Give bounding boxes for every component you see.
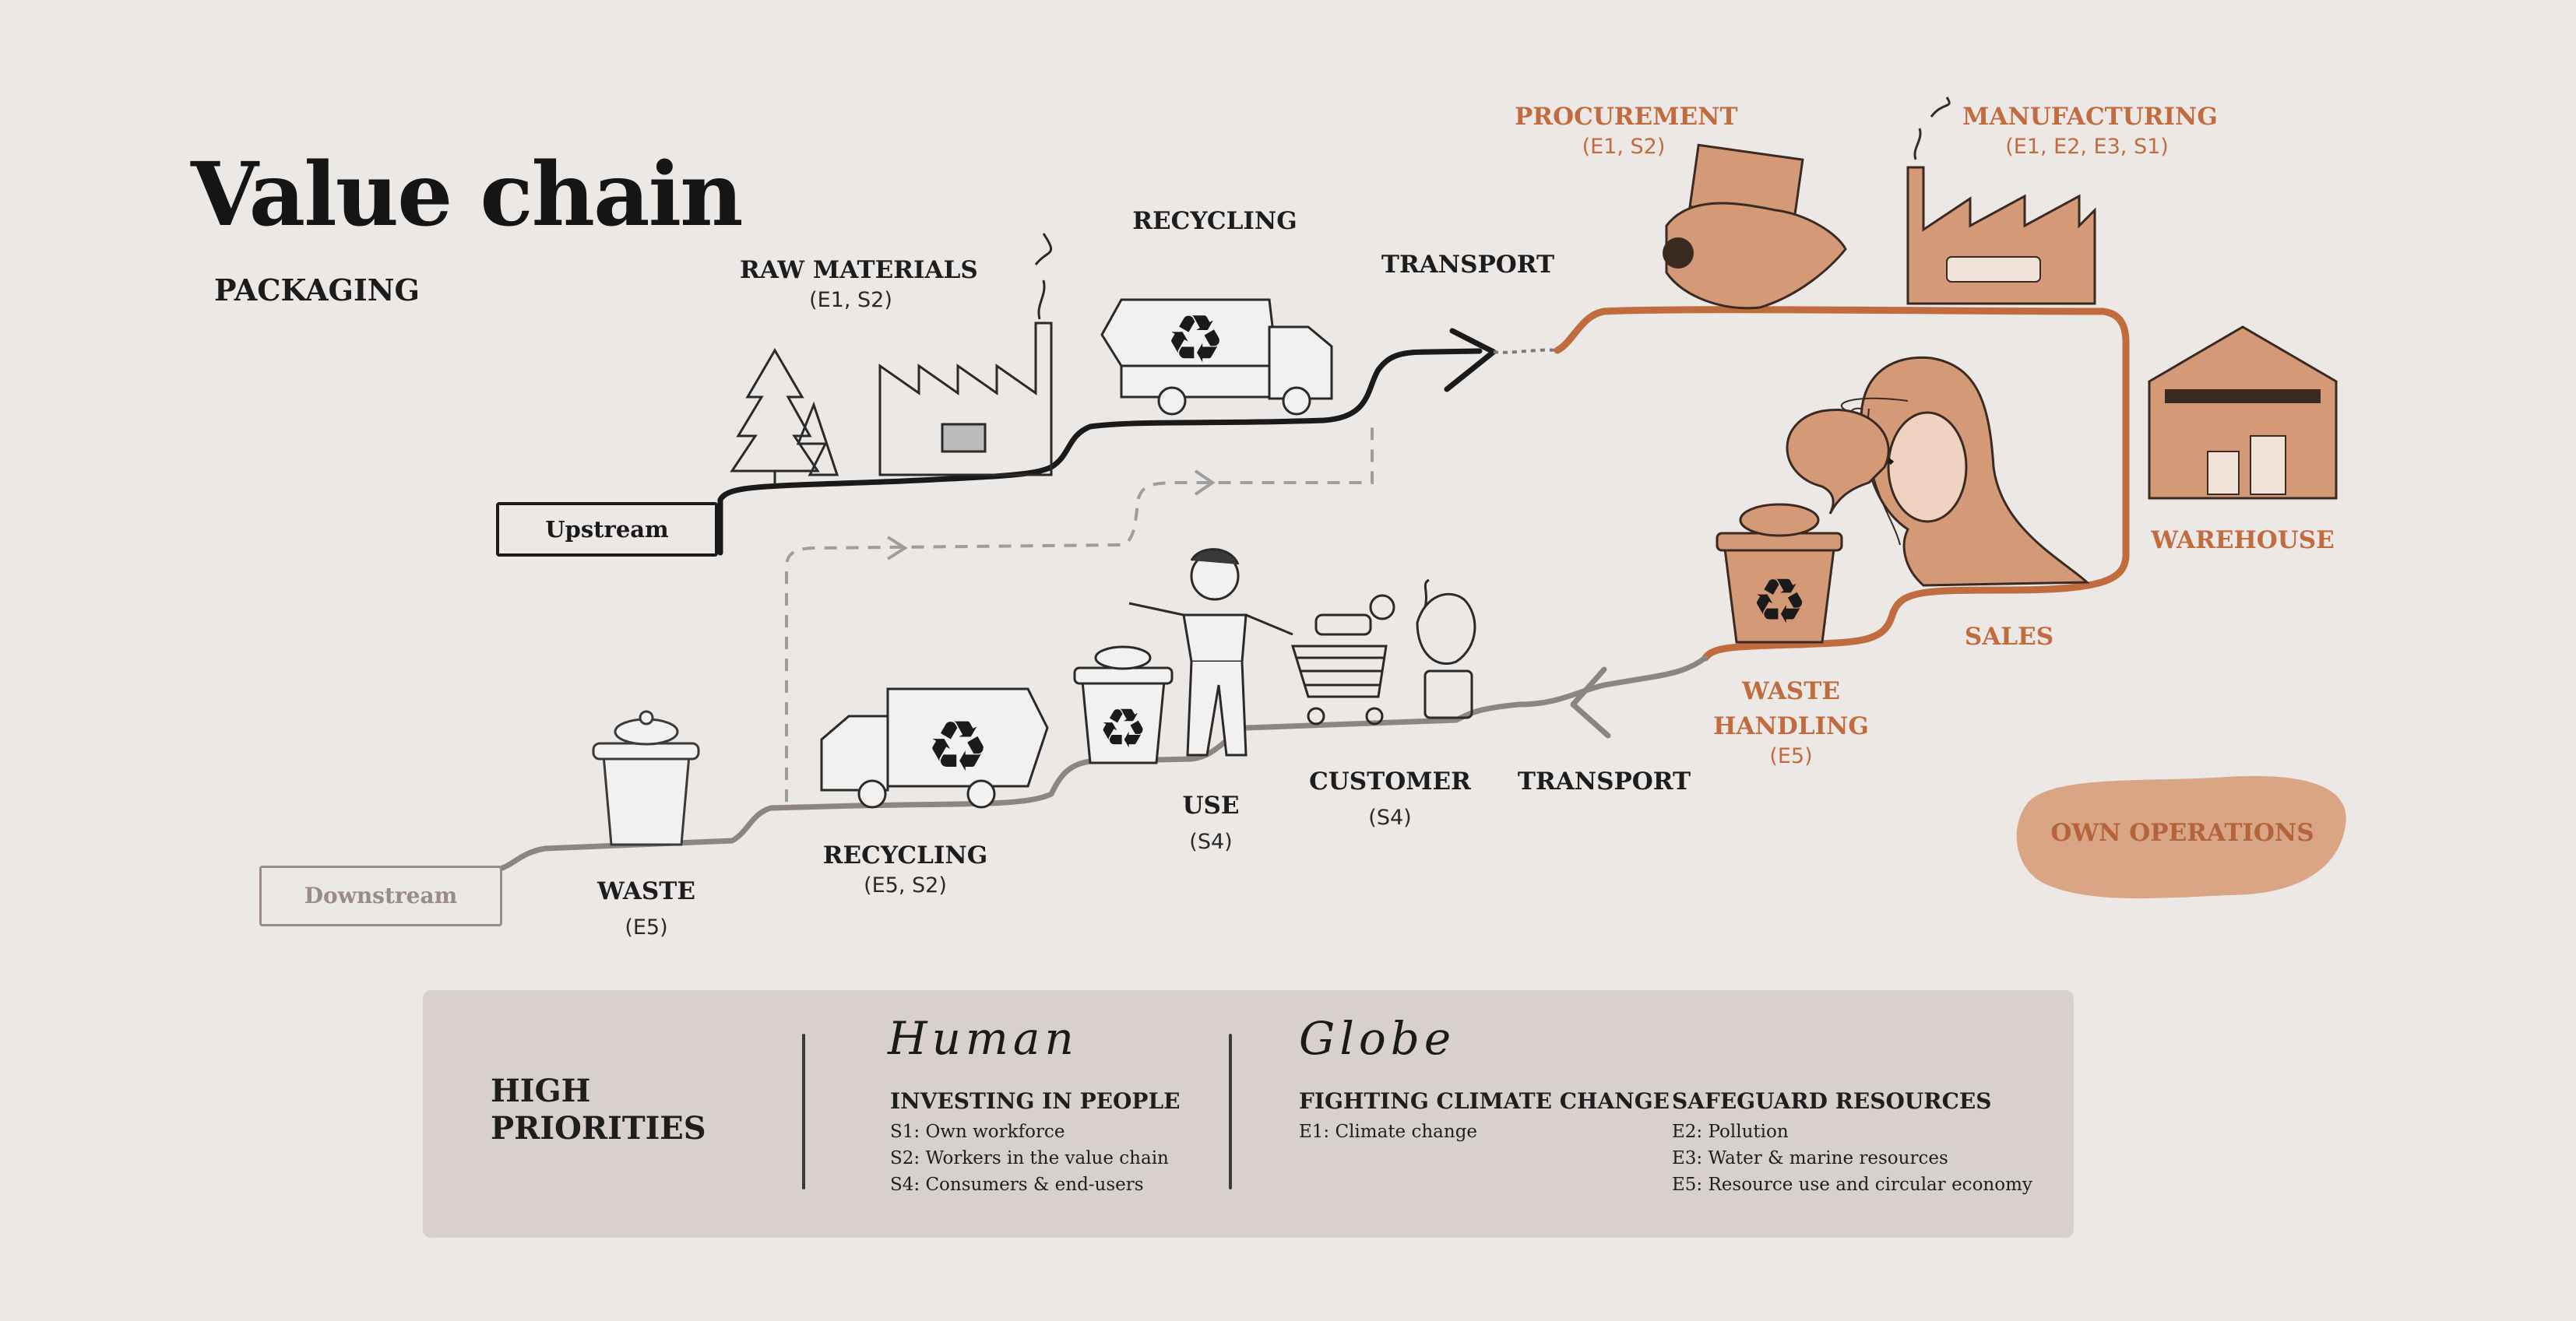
heading-line2: PRIORITIES — [491, 1110, 706, 1147]
bubble — [1786, 409, 1890, 515]
stage-codes: (E1, S2) — [809, 287, 892, 312]
stage-upstream-recycling: RECYCLING — [1121, 204, 1308, 239]
stage-codes: (E5) — [625, 915, 668, 940]
stage-codes: (S4) — [1368, 805, 1412, 830]
page-title: Value chain — [191, 144, 744, 246]
loop-arrow-2 — [1194, 469, 1216, 496]
group-human-title: Human — [888, 1012, 1079, 1065]
panel-divider-2 — [1229, 1034, 1232, 1189]
person-illustration — [1128, 548, 1293, 757]
stage-label: TRANSPORT — [1381, 251, 1555, 279]
downstream-tag: Downstream — [259, 866, 502, 926]
stage-label: PROCUREMENT — [1515, 103, 1738, 131]
stage-warehouse: WAREHOUSE — [2134, 523, 2352, 558]
tree-illustration — [730, 348, 839, 484]
svg-text:♻: ♻ — [1751, 565, 1807, 638]
page-subtitle: PACKAGING — [214, 272, 420, 307]
category-item: E3: Water & marine resources — [1672, 1148, 1948, 1168]
category-investing-in-people: INVESTING IN PEOPLE S1: Own workforce S2… — [890, 1088, 1180, 1198]
stage-label: MANUFACTURING — [1962, 103, 2218, 131]
category-item: S1: Own workforce — [890, 1122, 1065, 1142]
category-title: INVESTING IN PEOPLE — [890, 1088, 1181, 1114]
stage-label: CUSTOMER — [1309, 768, 1471, 796]
category-title: FIGHTING CLIMATE CHANGE — [1299, 1088, 1670, 1114]
warehouse-illustration — [2148, 325, 2338, 500]
upstream-tail — [1493, 348, 1558, 354]
use-recycle-bin-illustration: ♻ — [1073, 645, 1174, 764]
stage-codes: (E5) — [1769, 743, 1813, 768]
svg-text:♻: ♻ — [927, 706, 990, 788]
upstream-arrow-head — [1444, 328, 1497, 392]
heading-line1: HIGH — [491, 1073, 591, 1109]
stage-label: USE — [1182, 792, 1240, 820]
waste-handling-bin-illustration: ♻ — [1716, 503, 1843, 644]
loop-arrow-1 — [886, 536, 908, 560]
stage-label: WAREHOUSE — [2151, 526, 2335, 554]
stage-codes: (E1, S2) — [1582, 134, 1666, 159]
shopping-cart-illustration — [1290, 594, 1395, 725]
category-item: E2: Pollution — [1672, 1122, 1789, 1142]
group-globe-title: Globe — [1299, 1012, 1456, 1065]
upstream-recycling-truck-illustration: ♻ — [1100, 298, 1333, 416]
downstream-arrow-head — [1570, 666, 1611, 739]
upstream-path — [717, 348, 1483, 556]
category-item: S4: Consumers & end-users — [890, 1175, 1144, 1195]
stage-waste-handling: WASTE HANDLING (E5) — [1690, 674, 1892, 768]
own-operations-tag: OWN OPERATIONS — [2050, 819, 2314, 847]
category-fighting-climate-change: FIGHTING CLIMATE CHANGE E1: Climate chan… — [1299, 1088, 1670, 1145]
chicken-illustration — [1416, 578, 1476, 719]
category-item: E5: Resource use and circular economy — [1672, 1175, 2032, 1195]
stage-waste: WASTE (E5) — [568, 874, 724, 940]
panel-divider-1 — [802, 1034, 805, 1189]
stage-label: RECYCLING — [1132, 207, 1297, 235]
waste-bin-illustration — [592, 710, 700, 846]
high-priorities-panel — [423, 990, 2074, 1238]
stage-label: WASTE — [597, 877, 695, 905]
svg-text:♻: ♻ — [1166, 301, 1225, 378]
stage-label: RAW MATERIALS — [740, 256, 978, 284]
stage-label: SALES — [1964, 623, 2054, 651]
stage-raw-materials: RAW MATERIALS (E1, S2) — [740, 253, 978, 312]
handshake-illustration — [1663, 143, 1847, 310]
sales-person-illustration — [1837, 356, 2090, 587]
manufacturing-factory-illustration — [1906, 97, 2096, 305]
category-item: E1: Climate change — [1299, 1122, 1478, 1142]
stage-downstream-recycling: RECYCLING (E5, S2) — [802, 838, 1008, 898]
downstream-recycling-truck-illustration: ♻ — [820, 687, 1049, 809]
raw-materials-factory-illustration — [878, 233, 1053, 476]
stage-upstream-transport: TRANSPORT — [1378, 248, 1557, 283]
stage-codes: (E5, S2) — [864, 873, 947, 898]
stage-downstream-transport: TRANSPORT — [1507, 764, 1701, 799]
stage-sales: SALES — [1923, 620, 2095, 655]
recycling-loop-dashed — [785, 424, 1374, 802]
stage-label: RECYCLING — [822, 841, 988, 870]
stage-codes: (S4) — [1189, 829, 1233, 854]
own-operations-blob — [2016, 775, 2346, 899]
stage-use: USE (S4) — [1141, 789, 1281, 854]
stage-codes: (E1, E2, E3, S1) — [2005, 134, 2169, 159]
upstream-tag: Upstream — [496, 502, 718, 557]
stage-label: TRANSPORT — [1517, 768, 1691, 796]
stage-label-line1: WASTE — [1742, 677, 1840, 705]
svg-text:♻: ♻ — [1099, 697, 1148, 761]
category-safeguard-resources: SAFEGUARD RESOURCES E2: Pollution E3: Wa… — [1672, 1088, 2032, 1198]
category-title: SAFEGUARD RESOURCES — [1672, 1088, 1992, 1114]
high-priorities-heading: HIGH PRIORITIES — [491, 1073, 706, 1147]
stage-manufacturing: MANUFACTURING (E1, E2, E3, S1) — [1962, 100, 2218, 159]
category-item: S2: Workers in the value chain — [890, 1148, 1169, 1168]
stage-label-line2: HANDLING — [1713, 711, 1869, 740]
stage-procurement: PROCUREMENT (E1, S2) — [1515, 100, 1738, 159]
stage-customer: CUSTOMER (S4) — [1293, 764, 1487, 830]
own-operations-path — [1554, 306, 2130, 662]
